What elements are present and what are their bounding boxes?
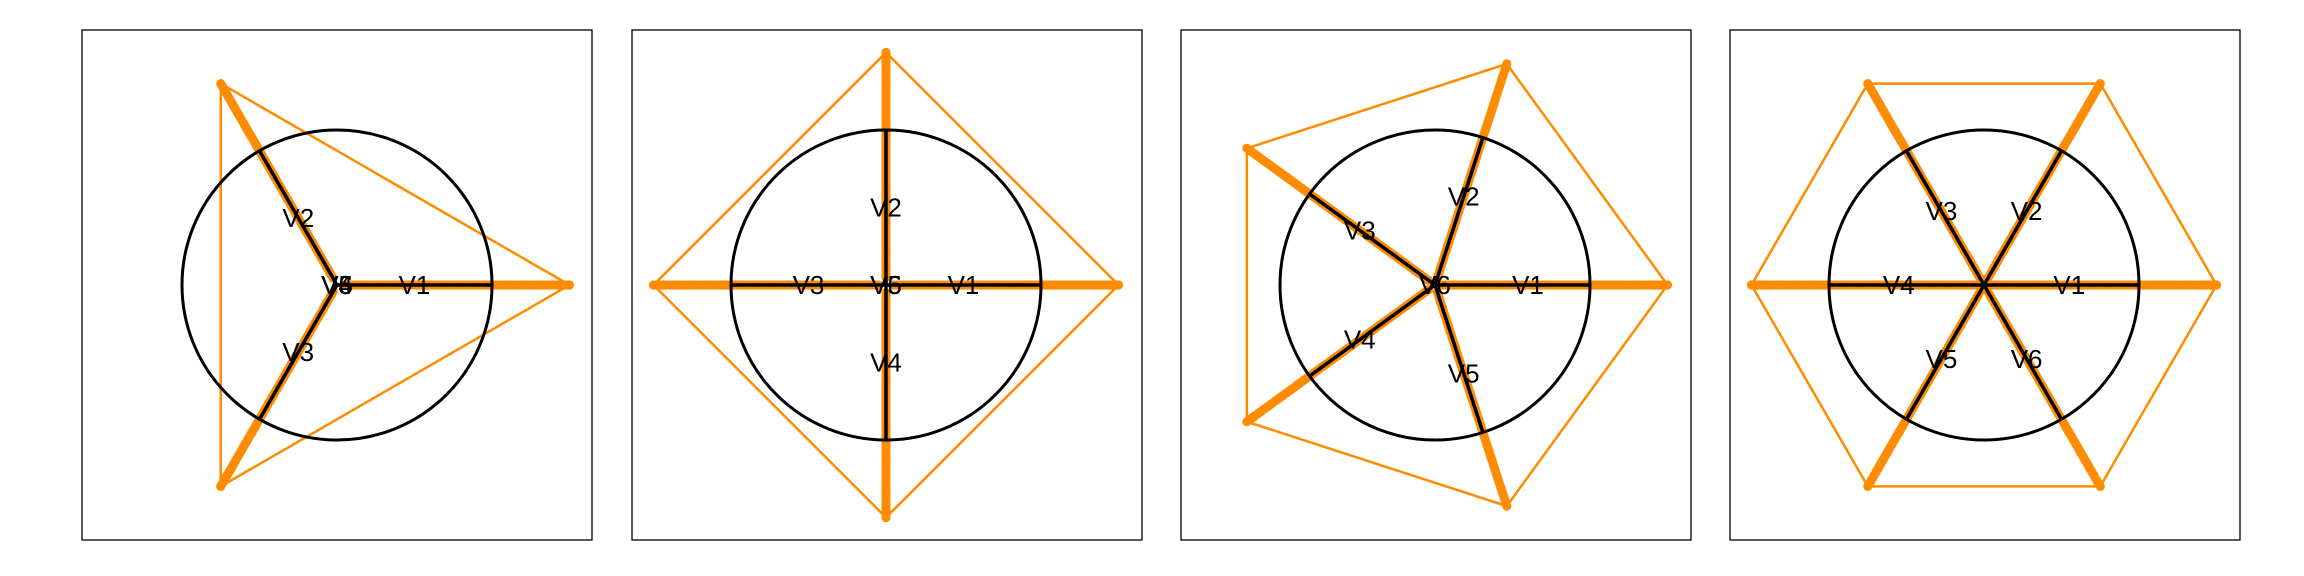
- axis-label-v5: V5: [1925, 344, 1957, 374]
- axis-spoke: [1433, 137, 1485, 286]
- axis-label-v1: V1: [399, 270, 431, 300]
- axis-spoke: [1982, 149, 2064, 286]
- axis-label-v2: V2: [2011, 196, 2043, 226]
- plot-frame: [1729, 29, 2241, 541]
- axis-label-v2: V2: [282, 203, 314, 233]
- plot-frame: [631, 29, 1143, 541]
- anchor-hull: [219, 81, 572, 489]
- data-point: [1746, 280, 1757, 290]
- data-point: [2211, 280, 2222, 290]
- plot-frame: [1180, 29, 1692, 541]
- data-point: [216, 481, 226, 491]
- data-point: [1502, 501, 1512, 511]
- data-point: [2095, 79, 2105, 89]
- axis-label-v1: V1: [1512, 270, 1544, 300]
- data-point: [1863, 79, 1873, 89]
- data-point: [1502, 59, 1512, 69]
- axis-label-v1: V1: [2053, 270, 2085, 300]
- axis-label-v5: V5: [1448, 358, 1480, 388]
- axis-spoke: [1904, 149, 1986, 286]
- data-point: [2095, 481, 2105, 491]
- plot-frame: [81, 29, 593, 541]
- axis-label-v3: V3: [793, 270, 825, 300]
- axis-label-v2: V2: [870, 193, 902, 223]
- axis-label-v4: V4: [1344, 325, 1376, 355]
- data-point: [1242, 143, 1252, 153]
- data-point: [564, 280, 575, 290]
- axis-label-v4: V4: [321, 270, 353, 300]
- axis-spoke: [257, 149, 339, 286]
- axis-label-v5: V5: [321, 270, 353, 300]
- axis-label-v4: V4: [870, 348, 902, 378]
- axis-spoke: [1982, 284, 2064, 421]
- axis-spoke: [1308, 192, 1437, 287]
- axis-label-v6: V6: [321, 270, 353, 300]
- axis-label-v3: V3: [282, 337, 314, 367]
- axis-label-v2: V2: [1448, 182, 1480, 212]
- data-point: [1863, 481, 1873, 491]
- axis-label-v6: V6: [1419, 270, 1451, 300]
- data-point: [1242, 417, 1252, 427]
- axis-label-v5: V5: [870, 270, 902, 300]
- axis-label-v6: V6: [2011, 344, 2043, 374]
- axis-label-v6: V6: [870, 270, 902, 300]
- data-point: [648, 280, 659, 290]
- data-point: [1662, 280, 1673, 290]
- data-point: [881, 47, 891, 58]
- axis-spoke: [1433, 284, 1485, 433]
- axis-spoke: [257, 284, 339, 421]
- data-point: [881, 512, 891, 523]
- data-point: [1113, 280, 1124, 290]
- axis-label-v1: V1: [948, 270, 980, 300]
- data-point: [216, 79, 226, 89]
- axis-spoke: [1308, 283, 1437, 378]
- axis-label-v3: V3: [1344, 215, 1376, 245]
- axis-spoke: [1904, 284, 1986, 421]
- axis-label-v3: V3: [1925, 196, 1957, 226]
- axis-label-v4: V4: [1883, 270, 1915, 300]
- anchor-hull: [1245, 62, 1670, 508]
